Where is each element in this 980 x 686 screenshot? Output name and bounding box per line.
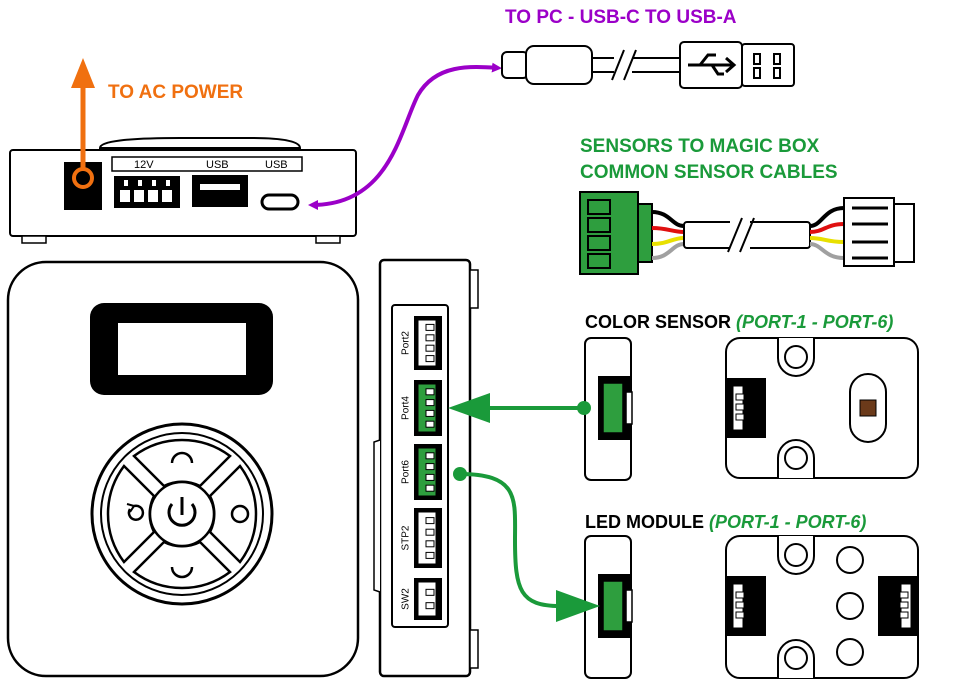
led-3 <box>836 638 864 666</box>
ac-power-arrow <box>71 58 95 170</box>
port-label: Port6 <box>401 460 412 484</box>
ac-power-label: TO AC POWER <box>108 82 243 103</box>
ok-circle-icon <box>230 504 250 524</box>
display-screen <box>118 323 246 375</box>
usb-trident-icon <box>688 53 737 76</box>
back-arrow-icon <box>127 504 145 521</box>
sensors-label-line2: COMMON SENSOR CABLES <box>580 162 838 183</box>
port-port6[interactable]: Port6 <box>401 444 442 500</box>
down-arc-icon <box>170 566 194 579</box>
port-stp2[interactable]: STP2 <box>401 508 442 568</box>
magic-box-front-view <box>6 260 360 678</box>
usb-cable-illustration <box>501 41 795 89</box>
up-arc-icon <box>170 451 194 464</box>
color-sensor-connection <box>448 393 591 423</box>
port-label: SW2 <box>401 588 412 610</box>
to-pc-label: TO PC - USB-C TO USB-A <box>505 7 737 28</box>
port-port4[interactable]: Port4 <box>401 380 442 436</box>
magic-box-rear-view: 12V USB USB <box>9 137 357 244</box>
led-module-connection <box>453 467 600 622</box>
usb-c-port[interactable] <box>260 193 300 211</box>
color-sensor-label: COLOR SENSOR (PORT-1 - PORT-6) <box>585 312 893 332</box>
led-module-top <box>725 535 919 679</box>
label-usb-a: USB <box>206 159 229 171</box>
sensor-cable-illustration <box>579 191 915 275</box>
usb-a-port[interactable] <box>192 175 248 207</box>
port-label: STP2 <box>401 525 412 550</box>
led-2 <box>836 592 864 620</box>
sensors-label-line1: SENSORS TO MAGIC BOX <box>580 136 820 157</box>
port-label: Port4 <box>401 396 412 420</box>
led-1 <box>836 546 864 574</box>
port-label: Port2 <box>401 331 412 355</box>
port-label-strip <box>111 156 303 172</box>
usb-cable-link <box>308 62 502 210</box>
port-sw2[interactable]: SW2 <box>401 578 442 620</box>
power-icon <box>167 503 197 527</box>
terminal-12v[interactable] <box>114 176 180 208</box>
color-sensor-side <box>584 337 633 481</box>
label-usb-c: USB <box>265 159 288 171</box>
color-sensor-top <box>725 337 919 479</box>
led-module-label: LED MODULE (PORT-1 - PORT-6) <box>585 512 866 532</box>
label-12v: 12V <box>134 159 154 171</box>
port-port2[interactable]: Port2 <box>401 316 442 370</box>
led-module-side <box>584 535 633 679</box>
